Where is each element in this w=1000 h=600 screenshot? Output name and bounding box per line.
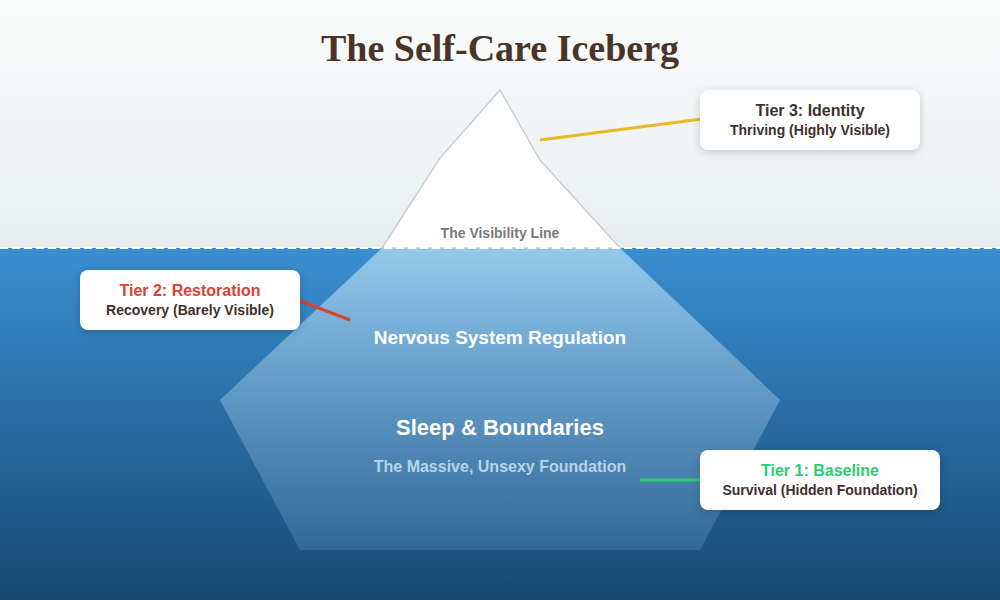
- visibility-line-label: The Visibility Line: [441, 225, 560, 241]
- tier-subtitle: Survival (Hidden Foundation): [722, 481, 917, 500]
- callout-box: Tier 2: RestorationRecovery (Barely Visi…: [80, 270, 300, 330]
- tier-subtitle: Thriving (Highly Visible): [730, 121, 890, 140]
- callout-box: Tier 1: BaselineSurvival (Hidden Foundat…: [700, 450, 940, 510]
- tier-heading: Tier 2: Restoration: [119, 281, 260, 301]
- leader-line: [298, 300, 350, 320]
- tier-region-label: Nervous System Regulation: [374, 327, 626, 349]
- tier-heading: Tier 3: Identity: [755, 101, 864, 121]
- water-line: [0, 247, 1000, 249]
- leader-line: [640, 479, 702, 482]
- sky: [0, 0, 1000, 248]
- iceberg-tip: [382, 90, 620, 248]
- callout-box: Tier 3: IdentityThriving (Highly Visible…: [700, 90, 920, 150]
- tier-heading: Tier 1: Baseline: [761, 461, 879, 481]
- tier-subtitle: Recovery (Barely Visible): [106, 301, 274, 320]
- tier-region-label: Sleep & Boundaries: [396, 415, 604, 441]
- leader-line: [540, 119, 702, 140]
- iceberg-underwater: [220, 248, 780, 550]
- water: [0, 248, 1000, 600]
- tier-region-caption: The Massive, Unsexy Foundation: [374, 458, 627, 476]
- diagram-title: The Self-Care Iceberg: [0, 26, 1000, 70]
